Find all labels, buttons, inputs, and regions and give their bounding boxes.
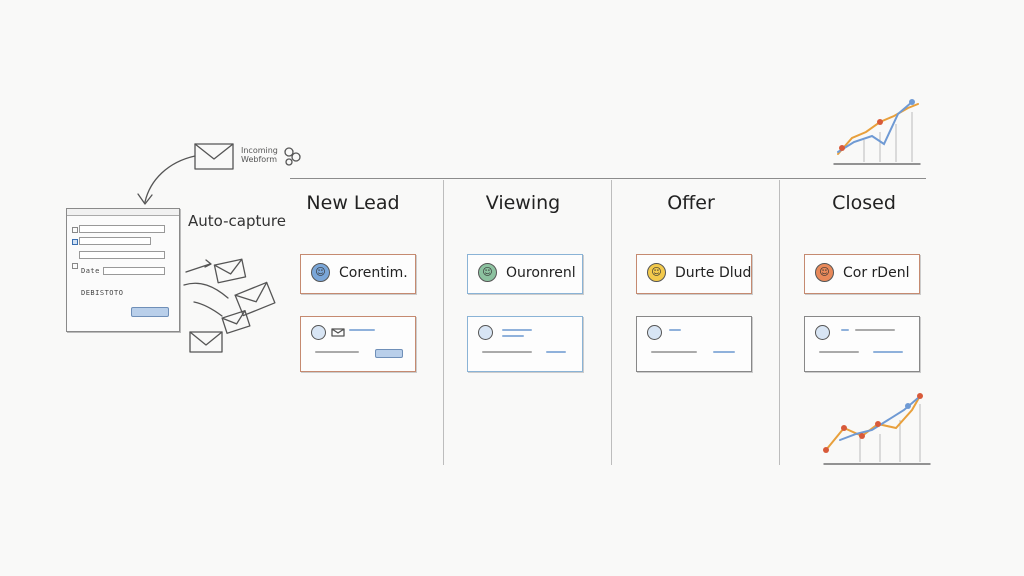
board-top-line: [290, 178, 926, 179]
lead-card-name: Corentim.: [339, 265, 408, 281]
incoming-note-line-1: Incoming: [241, 146, 278, 155]
checkbox-icon[interactable]: [72, 227, 78, 233]
lead-card-name: Ouronrenl: [506, 265, 576, 281]
lead-card[interactable]: ☺ Corentim.: [300, 254, 416, 294]
incoming-note: Incoming Webform: [241, 146, 278, 164]
trend-chart-icon: [833, 99, 921, 165]
envelope-icon: [234, 281, 276, 317]
column-divider: [779, 180, 780, 465]
lead-card[interactable]: ☺ Durte Dlud: [636, 254, 752, 294]
avatar-icon: [311, 325, 326, 340]
lead-detail-card[interactable]: [636, 316, 752, 372]
form-field-date[interactable]: [103, 267, 165, 275]
avatar-icon: ☺: [311, 263, 330, 282]
form-field-email[interactable]: [79, 237, 151, 245]
lead-card[interactable]: ☺ Ouronrenl: [467, 254, 583, 294]
avatar-icon: [815, 325, 830, 340]
form-submit-button[interactable]: [131, 307, 169, 317]
column-title-new-lead: New Lead: [306, 192, 400, 214]
column-title-viewing: Viewing: [485, 192, 561, 214]
avatar-icon: [478, 325, 493, 340]
form-titlebar: [67, 209, 179, 216]
avatar-icon: ☺: [478, 263, 497, 282]
people-icon: [284, 147, 301, 166]
flying-envelopes: [183, 258, 276, 353]
lead-detail-card[interactable]: [804, 316, 920, 372]
action-button[interactable]: [375, 349, 403, 358]
form-field-name[interactable]: [79, 225, 165, 233]
envelope-icon: [189, 331, 223, 353]
envelope-icon: [221, 310, 251, 334]
checkbox-icon[interactable]: [72, 239, 78, 245]
envelope-icon: [213, 258, 247, 284]
form-field-phone[interactable]: [79, 251, 165, 259]
column-title-offer: Offer: [667, 192, 715, 214]
column-title-closed: Closed: [832, 192, 896, 214]
capture-arrow-icon: [137, 155, 196, 205]
lead-card-name: Cor rDenl: [843, 265, 910, 281]
avatar-icon: ☺: [815, 263, 834, 282]
lead-card-name: Durte Dlud: [675, 265, 752, 281]
web-form-window: Date DEBISTOTO: [66, 208, 180, 332]
incoming-note-line-2: Webform: [241, 155, 278, 164]
trend-chart-icon: [823, 393, 931, 465]
avatar-icon: [647, 325, 662, 340]
envelope-icon: [194, 143, 234, 170]
column-divider: [443, 180, 444, 465]
avatar-icon: ☺: [647, 263, 666, 282]
form-submit-text: DEBISTOTO: [81, 289, 124, 297]
lead-detail-card[interactable]: [467, 316, 583, 372]
lead-card[interactable]: ☺ Cor rDenl: [804, 254, 920, 294]
lead-detail-card[interactable]: [300, 316, 416, 372]
envelope-icon: [331, 328, 345, 337]
checkbox-icon[interactable]: [72, 263, 78, 269]
form-field-label: Date: [81, 267, 100, 275]
auto-capture-label: Auto-capture: [188, 212, 286, 230]
column-divider: [611, 180, 612, 465]
